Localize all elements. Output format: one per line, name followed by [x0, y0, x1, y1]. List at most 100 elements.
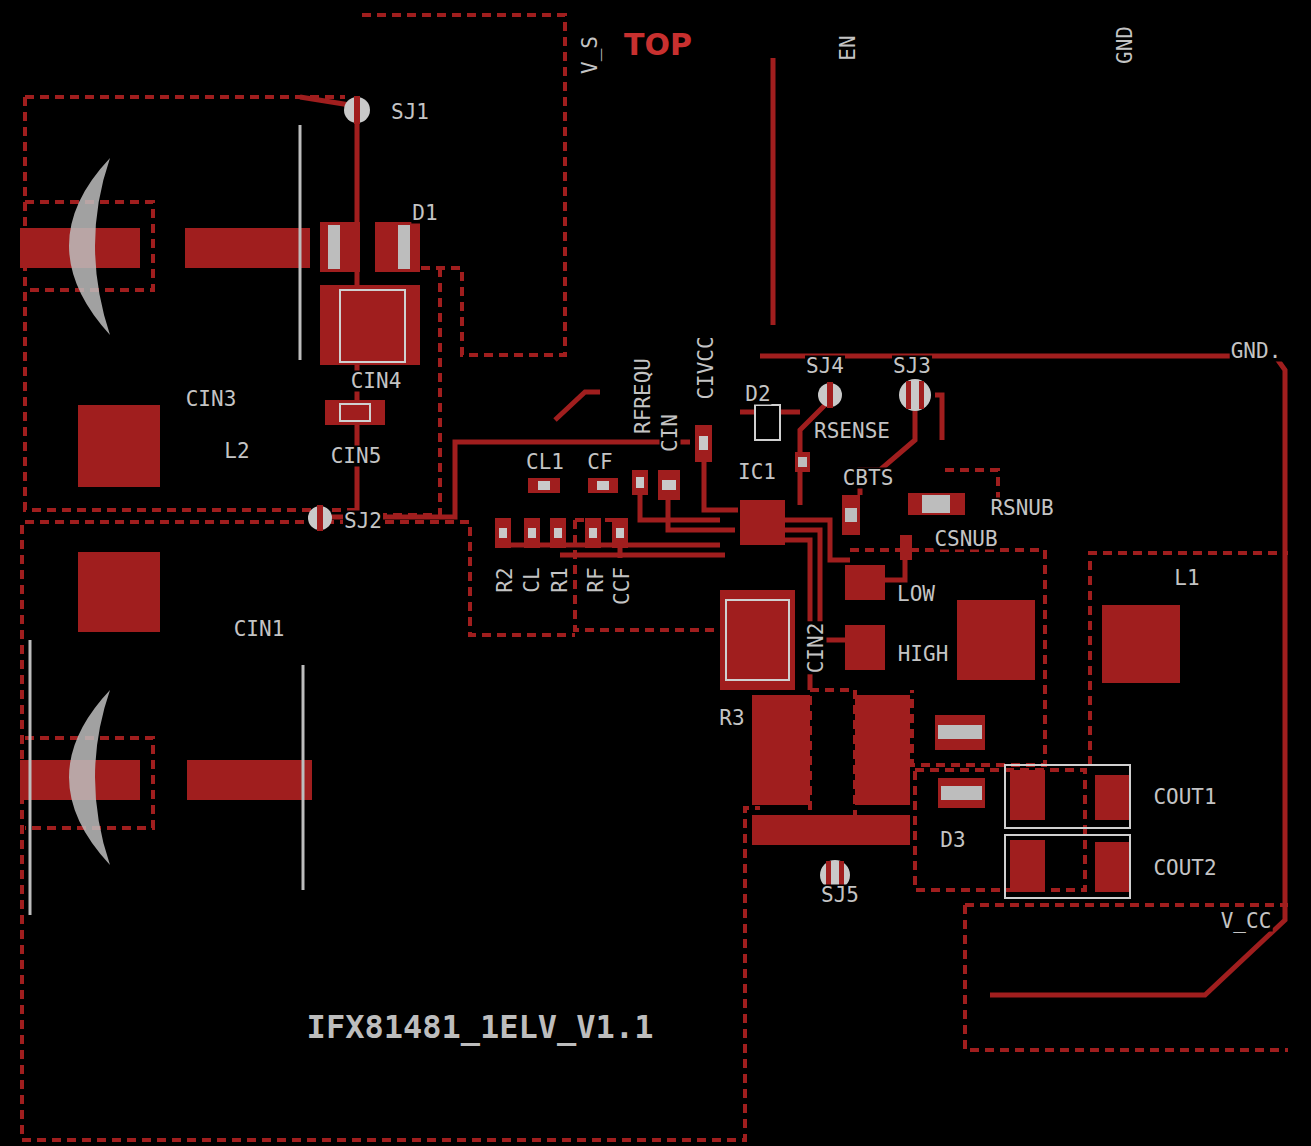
copper-trace [300, 97, 350, 105]
small-pad [495, 518, 511, 548]
silkscreen-label: CF [586, 452, 613, 473]
silkscreen-label: R2 [495, 566, 516, 593]
pad-highlight [538, 481, 550, 490]
silkscreen-label: CIN5 [330, 446, 383, 467]
component-footprint [1010, 770, 1045, 820]
solder-jumper [344, 97, 370, 123]
copper-trace [555, 392, 600, 420]
solder-jumper [906, 381, 911, 409]
dashed-outline [22, 15, 1288, 1140]
silkscreen-label: CL1 [525, 452, 565, 473]
pad-highlight [499, 528, 507, 538]
small-pad [658, 470, 680, 500]
silkscreen-label: D2 [744, 384, 771, 405]
smd-pad [78, 552, 160, 632]
terminal-connector [299, 125, 302, 360]
small-pad [585, 518, 601, 548]
dashed-outline [25, 522, 575, 635]
dashed-outline [1090, 553, 1288, 765]
terminal-connector [185, 228, 310, 268]
silkscreen-label: GND [1115, 25, 1136, 65]
copper-trace [798, 470, 803, 505]
small-pad [612, 518, 628, 548]
layer-name: TOP [623, 30, 693, 60]
copper-trace [885, 560, 905, 580]
component-footprint [1095, 775, 1130, 820]
smd-pad [78, 405, 160, 487]
silkscreen-label: RF [586, 566, 607, 593]
terminal-connector [69, 690, 110, 865]
dashed-outline [810, 690, 855, 825]
component-footprint [1005, 765, 1130, 828]
silkscreen-label: R3 [718, 708, 745, 729]
small-pad [695, 425, 712, 462]
small-pad [588, 478, 618, 493]
terminal-connector [302, 665, 305, 890]
solder-jumper [827, 382, 833, 408]
dashed-outline [25, 97, 355, 510]
component-footprint [1010, 840, 1045, 892]
small-pad [528, 478, 560, 493]
small-pad [524, 518, 540, 548]
copper-trace [740, 410, 800, 415]
component-footprint [1005, 835, 1130, 898]
solder-jumper [899, 379, 931, 411]
silkscreen-label: SJ5 [820, 885, 860, 906]
silkscreen-label: RFREQU [633, 357, 654, 435]
solder-jumper [818, 383, 842, 407]
copper-trace [618, 548, 623, 558]
copper-trace [760, 356, 1285, 995]
terminal-connector [29, 640, 32, 915]
component-footprint [935, 715, 985, 750]
smd-pad [740, 500, 785, 545]
component-footprint [726, 600, 789, 680]
silkscreen-label: V_S [580, 35, 601, 75]
silkscreen-label: CIN [660, 413, 681, 453]
silkscreen-label: LOW [896, 584, 936, 605]
silkscreen-label: IC1 [737, 462, 777, 483]
dashed-outline [575, 520, 720, 630]
copper-trace [320, 442, 690, 517]
component-footprint [941, 786, 982, 800]
silkscreen-label: SJ3 [892, 356, 932, 377]
solder-jumper [317, 505, 323, 531]
solder-jumper [354, 96, 360, 124]
dashed-outline [965, 905, 1288, 1050]
smd-pad [752, 815, 910, 845]
dashed-outline [22, 525, 760, 1140]
silkscreen-label: SJ2 [343, 511, 383, 532]
copper-trace [300, 58, 1285, 995]
terminal-connector [187, 760, 312, 800]
component-footprint [900, 535, 912, 560]
component-footprint [845, 508, 857, 522]
smd-pad [845, 625, 885, 670]
component-footprint [328, 225, 340, 269]
silkscreen-label: GND. [1230, 341, 1283, 362]
silkscreen-label: D3 [939, 830, 966, 851]
silkscreen-label: SJ1 [390, 102, 430, 123]
smd-pad [78, 405, 1180, 845]
silkscreen-label: RSENSE [813, 421, 891, 442]
silkscreen-label: SJ4 [805, 356, 845, 377]
silkscreen-label: CIN1 [233, 619, 286, 640]
component-footprint [755, 405, 780, 440]
small-pad [550, 518, 566, 548]
silkscreen-label: RSNUB [989, 498, 1054, 519]
silkscreen-label: EN [838, 34, 859, 61]
component-footprint [720, 590, 795, 690]
silkscreen-label: COUT1 [1152, 787, 1217, 808]
silkscreen-label: R1 [550, 566, 571, 593]
pad-highlight [589, 528, 597, 538]
solder-jumper [919, 381, 924, 409]
smd-pad [1102, 605, 1180, 683]
component-footprint [938, 778, 985, 808]
solder-jumper [308, 96, 931, 890]
component-footprint [938, 725, 982, 739]
silkscreen-label: D1 [411, 203, 438, 224]
terminal-connector [20, 125, 312, 915]
component-footprint [842, 495, 860, 535]
silkscreen-label: CIN4 [350, 371, 403, 392]
component-footprint [375, 222, 420, 272]
component-footprint [325, 400, 385, 425]
